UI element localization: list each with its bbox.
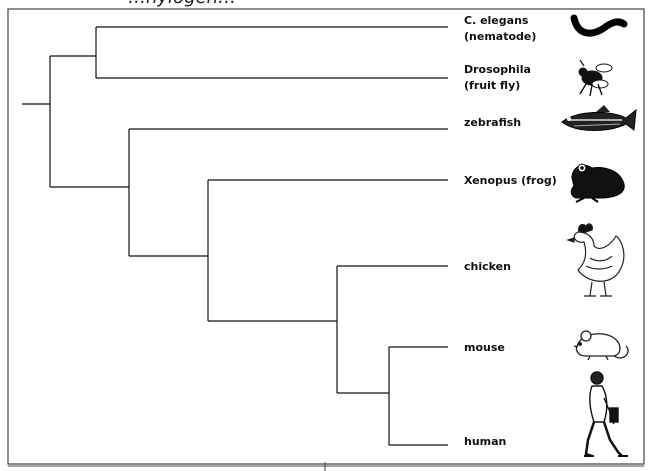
mouse-icon — [573, 330, 629, 361]
label-human: human — [464, 435, 506, 448]
label-mouse: mouse — [464, 341, 505, 354]
label-celegans-common: (nematode) — [464, 30, 536, 43]
fish-icon — [561, 105, 637, 131]
page-frame — [7, 8, 645, 465]
label-drosophila: Drosophila — [464, 63, 531, 76]
tree-branches — [22, 26, 448, 446]
worm-icon — [570, 14, 628, 37]
chicken-icon — [566, 223, 625, 297]
partial-title: …hylogen… — [128, 0, 236, 8]
label-drosophila-common: (fruit fly) — [464, 79, 520, 92]
frog-icon — [570, 163, 625, 203]
label-zebrafish: zebrafish — [464, 116, 521, 129]
fly-icon — [578, 59, 613, 97]
label-chicken: chicken — [464, 260, 511, 273]
label-xenopus: Xenopus (frog) — [464, 174, 557, 187]
leaf-labels: C. elegans (nematode) Drosophila (fruit … — [464, 14, 557, 448]
label-celegans: C. elegans — [464, 14, 529, 27]
human-icon — [584, 371, 628, 458]
